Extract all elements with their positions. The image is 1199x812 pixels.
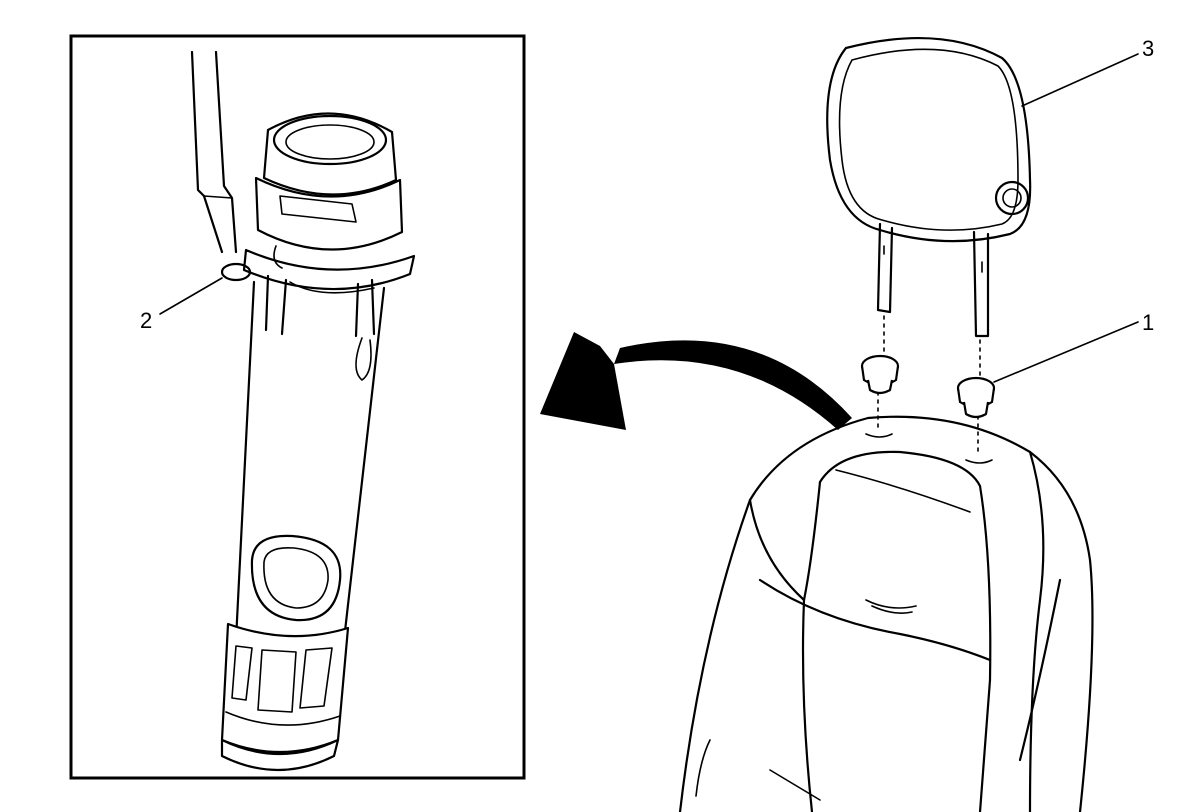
callout-3-label: 3	[1142, 36, 1154, 61]
seat-back	[678, 415, 1094, 812]
callout-2-leader	[159, 277, 223, 315]
headrest-guide-sleeves: 1	[860, 310, 1154, 457]
headrest: 3	[826, 36, 1154, 338]
screwdriver-icon	[190, 50, 238, 254]
release-tab-marker	[220, 262, 252, 282]
callout-1-label: 1	[1142, 310, 1154, 335]
guide-sleeve-right	[956, 376, 996, 419]
guide-sleeve-detail	[220, 112, 416, 771]
callout-3-leader	[1021, 53, 1139, 107]
detail-inset: 2	[69, 34, 526, 780]
guide-sleeve-left	[860, 354, 900, 395]
callout-2-label: 2	[140, 308, 152, 333]
arrow-curved-left-icon	[540, 332, 852, 430]
callout-1-leader	[993, 321, 1139, 383]
